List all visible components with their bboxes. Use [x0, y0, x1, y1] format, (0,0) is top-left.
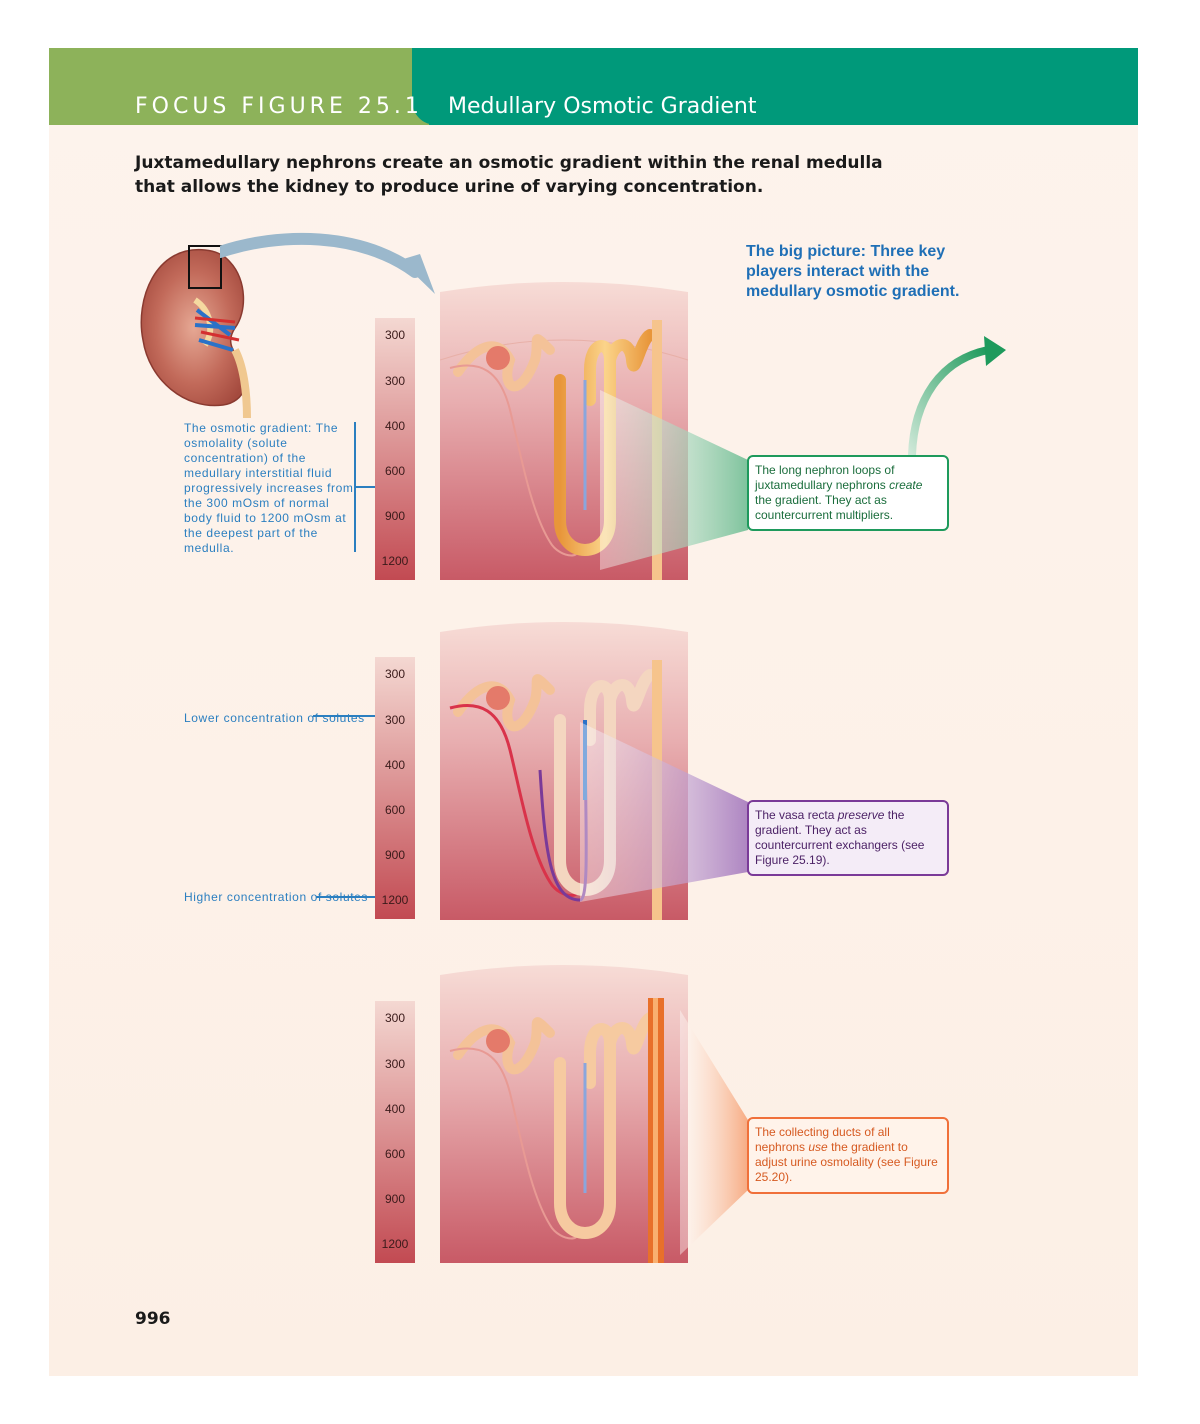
- big-picture-arrow: [908, 336, 1006, 456]
- scale-value: 300: [384, 1057, 406, 1071]
- loops-callout-text: The long nephron loops of juxtamedullary…: [755, 463, 895, 492]
- collecting-ducts-callout: The collecting ducts of all nephrons use…: [747, 1117, 949, 1194]
- ducts-callout-wedge: [680, 1010, 748, 1255]
- scale-value: 1200: [381, 1237, 409, 1251]
- scale-value: 900: [384, 1192, 406, 1206]
- scale-value: 400: [384, 419, 406, 433]
- zoom-arrow: [220, 232, 435, 294]
- loops-callout-text-end: the gradient. They act as countercurrent…: [755, 493, 894, 522]
- scale-value: 400: [384, 1102, 406, 1116]
- scale-value: 600: [384, 803, 406, 817]
- ducts-callout-text-end: the gradient to adjust urine osmolality …: [755, 1140, 938, 1184]
- page-number: 996: [135, 1309, 171, 1329]
- scale-value: 400: [384, 758, 406, 772]
- scale-value: 1200: [381, 554, 409, 568]
- vasa-callout-text: The vasa recta: [755, 808, 838, 822]
- gradient-bracket: [354, 422, 378, 552]
- scale-value: 300: [384, 667, 406, 681]
- scale-value: 1200: [381, 893, 409, 907]
- osmotic-gradient-note: The osmotic gradient: The osmolality (so…: [184, 421, 354, 555]
- focus-figure-label: FOCUS FIGURE 25.1: [135, 94, 423, 119]
- scale-value: 300: [384, 374, 406, 388]
- osmolality-scale-3: [375, 1001, 415, 1263]
- scale-value: 900: [384, 848, 406, 862]
- scale-value: 300: [384, 328, 406, 342]
- big-picture-text: The big picture: Three key players inter…: [746, 243, 960, 300]
- lower-pointer-line: [313, 715, 377, 717]
- ducts-callout-text: The collecting ducts of all nephrons: [755, 1125, 890, 1154]
- higher-concentration-label: Higher concentration of solutes: [184, 890, 369, 904]
- vasa-recta-callout: The vasa recta preserve the gradient. Th…: [747, 800, 949, 876]
- scale-value: 900: [384, 509, 406, 523]
- scale-value: 600: [384, 464, 406, 478]
- figure-title: Medullary Osmotic Gradient: [448, 94, 757, 119]
- osmolality-scale-2: [375, 657, 415, 919]
- scale-value: 300: [384, 713, 406, 727]
- scale-3-labels: 300 300 400 600 900 1200: [375, 1001, 415, 1263]
- intro-text: Juxtamedullary nephrons create an osmoti…: [135, 153, 883, 197]
- vasa-callout-wedge: [580, 722, 748, 902]
- scale-value: 600: [384, 1147, 406, 1161]
- ducts-callout-emphasis: use: [808, 1140, 828, 1154]
- header-divider-curve: [412, 48, 444, 125]
- vasa-callout-emphasis: preserve: [837, 808, 885, 822]
- header-right-band: [429, 48, 1138, 125]
- scale-value: 300: [384, 1011, 406, 1025]
- nephron-loops-callout: The long nephron loops of juxtamedullary…: [747, 455, 949, 531]
- loops-callout-wedge: [600, 390, 748, 570]
- vasa-callout-text-end: the gradient. They act as countercurrent…: [755, 808, 925, 867]
- scale-1-labels: 300 300 400 600 900 1200: [375, 318, 415, 580]
- collecting-duct-panel: [440, 965, 688, 1263]
- osmolality-scale-1: [375, 318, 415, 580]
- higher-pointer-line: [316, 896, 377, 898]
- loops-callout-emphasis: create: [889, 478, 923, 492]
- scale-2-labels: 300 300 400 600 900 1200: [375, 657, 415, 919]
- header-left-band: [49, 48, 429, 125]
- lower-concentration-label: Lower concentration of solutes: [184, 711, 365, 725]
- kidney-illustration: [140, 245, 251, 419]
